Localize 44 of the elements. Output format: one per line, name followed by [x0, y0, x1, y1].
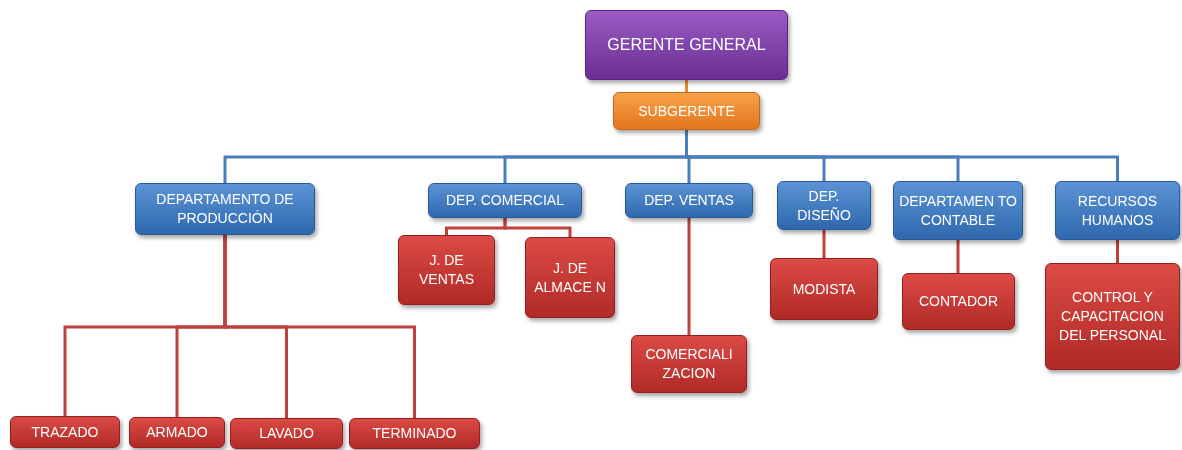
box-label: DEPARTAMENTO DE PRODUCCIÓN	[155, 190, 295, 228]
org-chart-box	[230, 418, 343, 449]
box-label: DEP. VENTAS	[644, 191, 734, 210]
box-label: DEP. DISEÑO	[796, 186, 852, 225]
box-label: J. DE ALMACE N	[533, 258, 607, 297]
org-chart-box	[135, 183, 315, 235]
box-label: DEP. COMERCIAL	[446, 191, 564, 210]
org-chart-box	[777, 181, 871, 230]
org-chart-box	[1045, 263, 1180, 370]
connector-line	[956, 240, 960, 273]
org-chart-box	[625, 183, 753, 218]
box-label: RECURSOS HUMANOS	[1076, 191, 1159, 230]
org-chart-box	[525, 237, 615, 318]
org-chart-box	[902, 273, 1015, 330]
org-chart-box	[1055, 181, 1180, 240]
org-chart-box	[613, 92, 760, 130]
box-label: LAVADO	[259, 424, 314, 443]
box-label: TRAZADO	[31, 422, 99, 442]
org-chart-box	[770, 258, 878, 320]
box-label: CONTROL Y CAPACITACION DEL PERSONAL	[1058, 288, 1167, 345]
connector-line	[822, 230, 826, 258]
org-chart-box	[349, 418, 480, 449]
org-chart-box	[398, 235, 495, 305]
connector-line	[687, 218, 691, 335]
connector-line	[1116, 240, 1119, 263]
box-label: SUBGERENTE	[638, 101, 735, 121]
box-label: GERENTE GENERAL	[607, 35, 766, 56]
box-label: CONTADOR	[918, 292, 999, 311]
connector-line	[685, 130, 1119, 181]
org-chart-box	[631, 335, 747, 393]
org-chart-box	[10, 416, 120, 448]
box-label: J. DE VENTAS	[418, 251, 475, 289]
org-chart-box	[129, 417, 225, 448]
box-label: COMERCIALI ZACION	[644, 345, 734, 383]
org-chart-box	[585, 10, 788, 80]
org-chart-box	[428, 183, 582, 218]
connector-line	[503, 218, 572, 237]
connector-line	[223, 235, 416, 418]
box-label: MODISTA	[792, 279, 856, 299]
box-label: TERMINADO	[372, 424, 457, 443]
box-label: ARMADO	[146, 423, 208, 442]
box-label: DEPARTAMEN TO CONTABLE	[898, 191, 1018, 230]
connector-line	[685, 80, 688, 92]
org-chart-box	[893, 181, 1023, 240]
